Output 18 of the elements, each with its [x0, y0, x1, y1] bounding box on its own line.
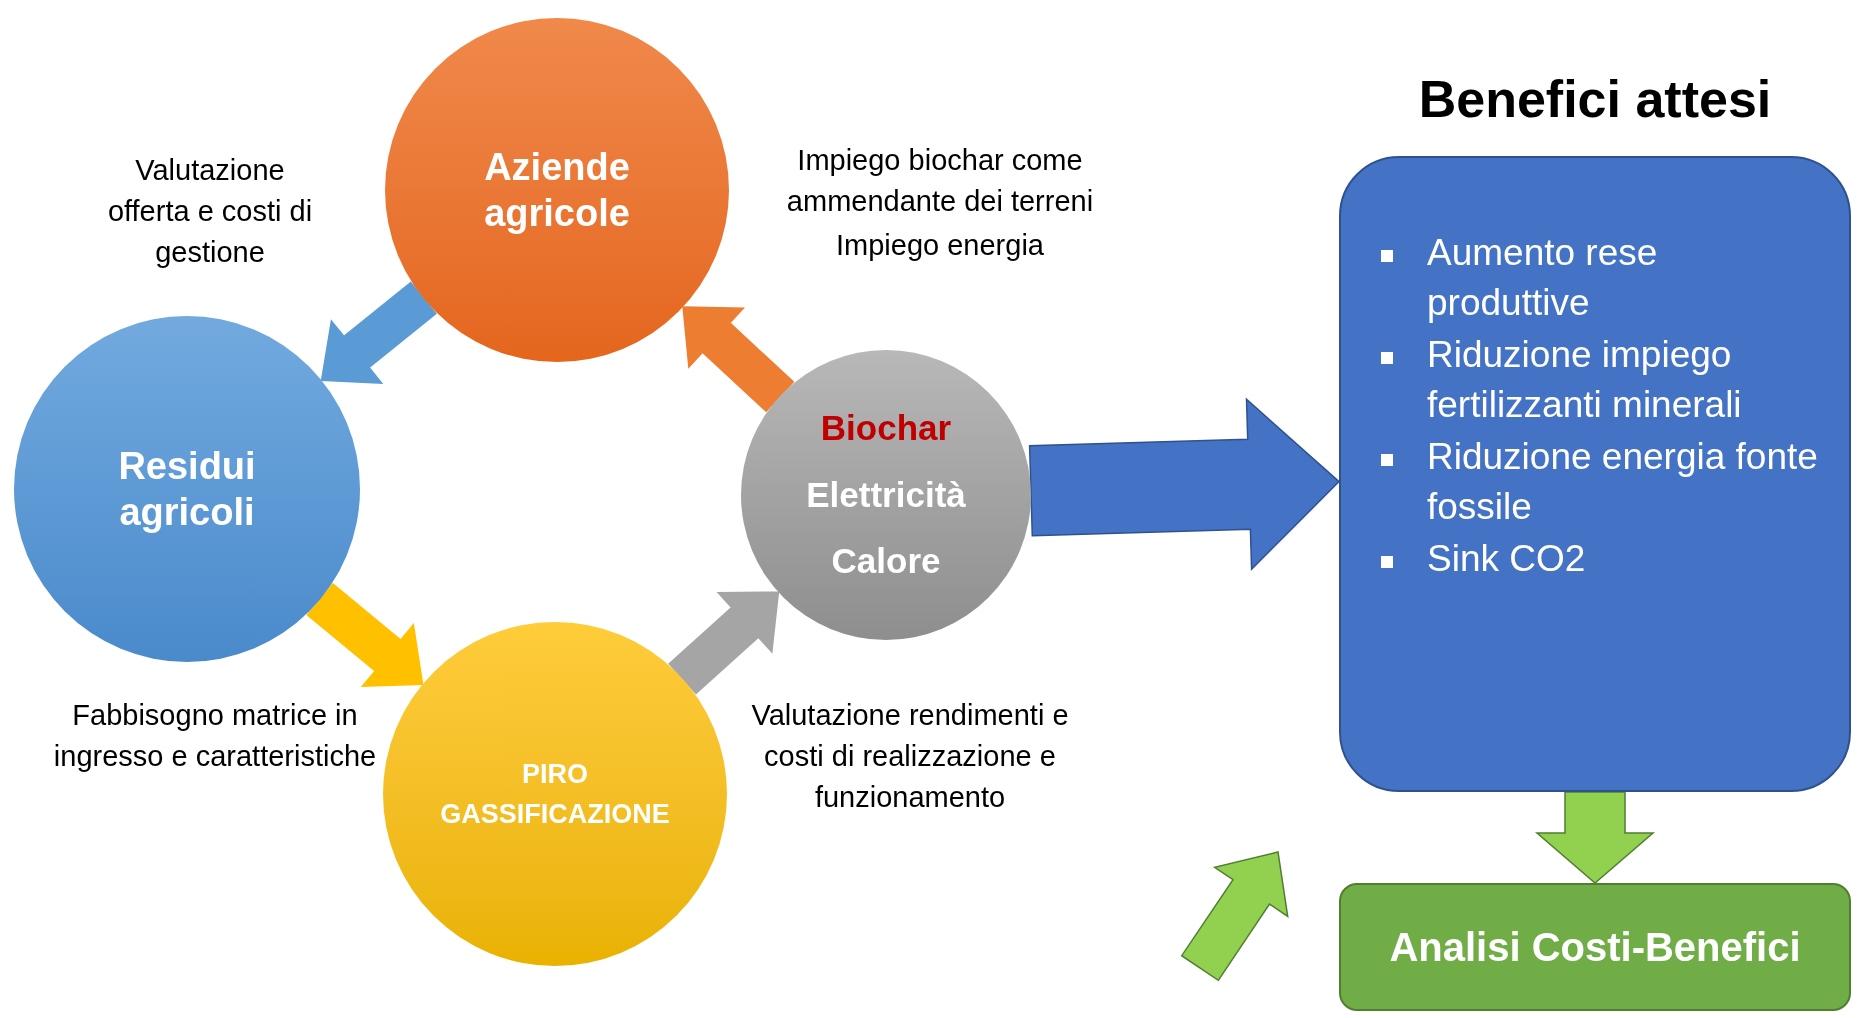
bullet-text: Riduzione impiego fertilizzanti minerali — [1427, 333, 1743, 427]
node-text: PIRO GASSIFICAZIONE — [440, 758, 670, 831]
node-text: Elettricità — [806, 473, 966, 516]
node-text: Aziende agricole — [483, 145, 631, 236]
node-text: Biochar — [820, 407, 952, 450]
heading: Benefici attesi — [1417, 69, 1773, 130]
annotation-text: Valutazione offerta e costi di gestione — [106, 153, 314, 270]
annotation-text: Fabbisogno matrice in ingresso e caratteristiche — [52, 698, 378, 774]
annotation-text: Impiego energia — [835, 228, 1045, 263]
annotation-text: Valutazione rendimenti e costi di realizzazione e funzionamento — [750, 698, 1070, 815]
bullet-text: Aumento rese produttive — [1427, 231, 1659, 325]
rounded-box — [1339, 883, 1851, 1011]
bullet-text: Riduzione energia fonte fossile — [1427, 435, 1819, 529]
annotation-text: Impiego biochar come ammendante dei terreni — [785, 143, 1095, 219]
node-text: Calore — [831, 540, 941, 583]
node-text: Analisi Costi-Benefici — [1389, 924, 1801, 971]
node-text: Residui agricoli — [117, 444, 257, 535]
bullet-text: Sink CO2 — [1427, 537, 1586, 581]
